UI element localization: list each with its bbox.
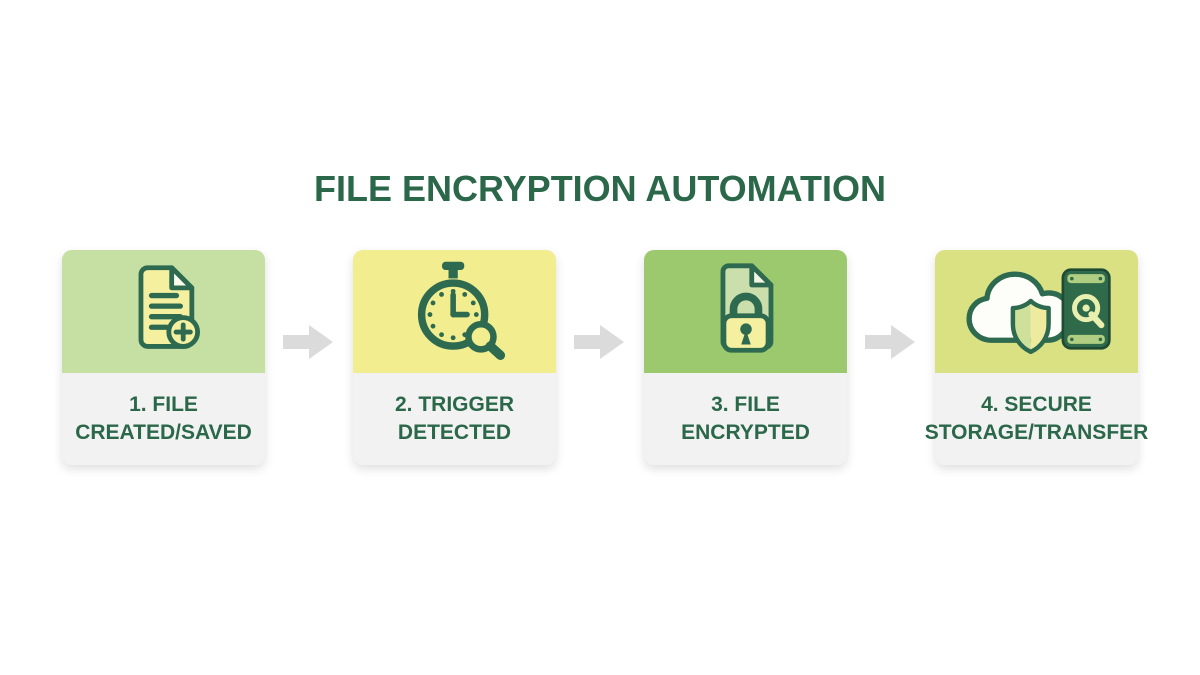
- stopwatch-magnifier-icon: [404, 258, 506, 365]
- step-1-icon-panel: [62, 250, 265, 373]
- step-card-file-created: 1. FILE CREATED/SAVED: [62, 250, 265, 465]
- cloud-shield-drive-icon: [961, 259, 1113, 364]
- step-1-label: 1. FILE CREATED/SAVED: [62, 373, 265, 465]
- step-3-label-line-2: ENCRYPTED: [681, 421, 810, 444]
- step-1-label-line-1: 1. FILE: [129, 393, 198, 416]
- flow-arrow-icon: [865, 323, 917, 366]
- flow-arrow-icon: [283, 323, 335, 366]
- step-3-icon-panel: [644, 250, 847, 373]
- document-lock-icon: [698, 261, 794, 362]
- process-flow: 1. FILE CREATED/SAVED: [0, 250, 1200, 465]
- step-card-secure-storage: 4. SECURE STORAGE/TRANSFER: [925, 250, 1148, 465]
- step-1-label-line-2: CREATED/SAVED: [75, 421, 252, 444]
- step-4-label: 4. SECURE STORAGE/TRANSFER: [925, 373, 1148, 465]
- step-card-file-encrypted: 3. FILE ENCRYPTED: [644, 250, 847, 465]
- step-2-icon-panel: [353, 250, 556, 373]
- step-3-label-line-1: 3. FILE: [711, 393, 780, 416]
- step-4-icon-panel: [935, 250, 1138, 373]
- step-2-label-line-2: DETECTED: [397, 421, 512, 444]
- step-2-label: 2. TRIGGER DETECTED: [353, 373, 556, 465]
- step-card-trigger-detected: 2. TRIGGER DETECTED: [353, 250, 556, 465]
- step-3-label: 3. FILE ENCRYPTED: [644, 373, 847, 465]
- document-plus-icon: [116, 261, 212, 362]
- page-title: FILE ENCRYPTION AUTOMATION: [314, 168, 886, 209]
- flow-arrow-icon: [574, 323, 626, 366]
- step-2-label-line-1: 2. TRIGGER: [394, 393, 515, 416]
- step-4-label-line-2: STORAGE/TRANSFER: [924, 421, 1149, 444]
- step-4-label-line-1: 4. SECURE: [981, 393, 1092, 416]
